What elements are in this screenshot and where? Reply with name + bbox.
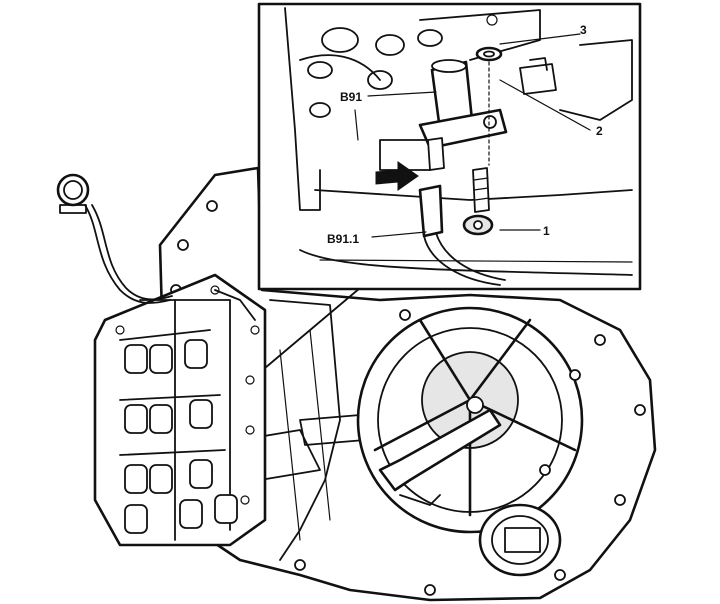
wiring-harness: [56, 173, 173, 304]
callout-labels: B91 B91.1 1 2 3: [327, 23, 603, 246]
inset-leader-line: [264, 287, 361, 369]
bolt: [462, 167, 494, 236]
label-b91: B91: [340, 90, 362, 104]
washer: [475, 14, 503, 62]
label-3: 3: [580, 23, 587, 37]
label-b911: B91.1: [327, 232, 359, 246]
label-2: 2: [596, 124, 603, 138]
detail-inset: [257, 2, 642, 291]
sensor-plug-b911: [418, 184, 506, 286]
harness-connector-icon: [56, 173, 90, 214]
label-1: 1: [543, 224, 550, 238]
converter-housing: [356, 306, 584, 577]
speed-sensor-b91: [418, 59, 508, 171]
valve-body: [93, 273, 267, 547]
direction-arrow-icon: [375, 161, 419, 191]
